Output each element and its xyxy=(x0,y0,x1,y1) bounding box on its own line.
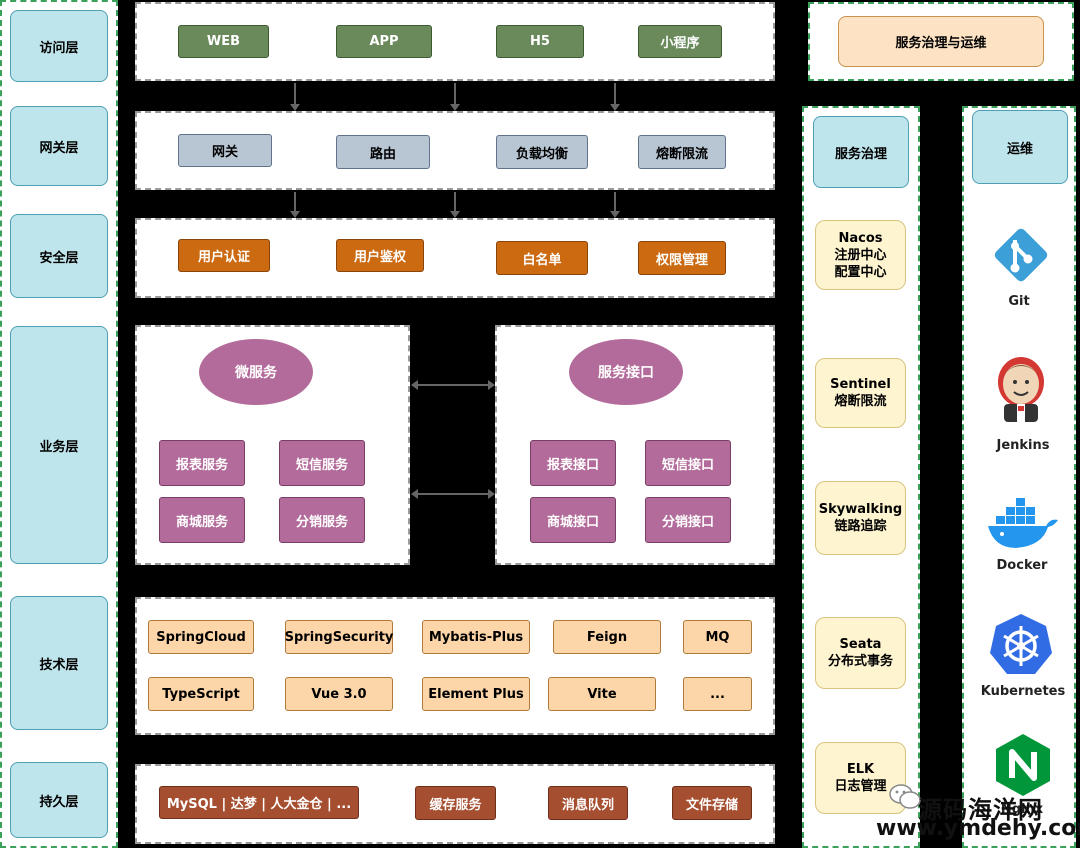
sentinel-line2: 熔断限流 xyxy=(834,394,887,409)
ops-docker-label: Docker xyxy=(996,558,1048,573)
elk-line2: 日志管理 xyxy=(834,779,887,794)
tech-vue3: Vue 3.0 xyxy=(285,677,393,711)
tech-springcloud: SpringCloud xyxy=(148,620,254,654)
gateway-routing: 路由 xyxy=(336,135,430,169)
seata-line2: 分布式事务 xyxy=(827,654,893,669)
tech-springsecurity: SpringSecurity xyxy=(285,620,393,654)
ops-title: 运维 xyxy=(972,110,1068,184)
security-auth: 用户认证 xyxy=(178,239,270,272)
tech-vite: Vite xyxy=(548,677,656,711)
layer-security: 安全层 xyxy=(10,214,108,298)
governance-column xyxy=(802,106,920,848)
jenkins-icon xyxy=(998,357,1044,422)
access-web: WEB xyxy=(178,25,269,58)
arrow-gateway-security-1 xyxy=(290,192,300,218)
access-h5: H5 xyxy=(496,25,584,58)
git-icon xyxy=(994,228,1048,282)
arrow-access-gateway-3 xyxy=(610,83,620,111)
microservice-distribution: 分销服务 xyxy=(279,497,365,543)
nginx-icon xyxy=(996,734,1050,796)
microservice-sms: 短信服务 xyxy=(279,440,365,486)
nacos-line2: 注册中心 xyxy=(834,247,887,263)
access-miniprogram: 小程序 xyxy=(638,25,722,58)
governance-seata: Seata 分布式事务 xyxy=(815,617,906,689)
sentinel-line1: Sentinel xyxy=(830,377,891,392)
governance-nacos: Nacos 注册中心 配置中心 xyxy=(815,220,906,290)
access-app: APP xyxy=(336,25,432,58)
interface-distribution: 分销接口 xyxy=(645,497,731,543)
interface-mall: 商城接口 xyxy=(530,497,616,543)
nacos-line3: 配置中心 xyxy=(834,264,887,280)
gateway-load-balance: 负载均衡 xyxy=(496,135,588,169)
tech-typescript: TypeScript xyxy=(148,677,254,711)
governance-ops-title: 服务治理与运维 xyxy=(838,16,1044,67)
interface-sms: 短信接口 xyxy=(645,440,731,486)
microservice-report: 报表服务 xyxy=(159,440,245,486)
governance-skywalking: Skywalking 链路追踪 xyxy=(815,481,906,555)
layer-persistence: 持久层 xyxy=(10,762,108,838)
skywalking-line2: 链路追踪 xyxy=(834,519,887,534)
tech-elementplus: Element Plus xyxy=(422,677,530,711)
microservice-mall: 商城服务 xyxy=(159,497,245,543)
arrow-gateway-security-2 xyxy=(450,192,460,218)
layer-access: 访问层 xyxy=(10,10,108,82)
persistence-message-queue: 消息队列 xyxy=(548,786,628,820)
governance-elk: ELK 日志管理 xyxy=(815,742,906,814)
microservice-title: 微服务 xyxy=(199,339,313,405)
gateway-circuit-breaker: 熔断限流 xyxy=(638,135,726,169)
interface-report: 报表接口 xyxy=(530,440,616,486)
tech-feign: Feign xyxy=(553,620,661,654)
interface-title: 服务接口 xyxy=(569,339,683,405)
kubernetes-icon xyxy=(990,614,1052,674)
security-whitelist: 白名单 xyxy=(496,241,588,275)
arrow-business-link-2 xyxy=(411,489,495,499)
arrow-access-gateway-1 xyxy=(290,83,300,111)
watermark-title: 源码海洋网 xyxy=(918,796,1043,824)
wechat-icon xyxy=(889,784,921,809)
layer-business: 业务层 xyxy=(10,326,108,564)
ops-nginx-label: Nginx xyxy=(1000,802,1044,817)
nacos-line1: Nacos xyxy=(838,230,883,246)
skywalking-line1: Skywalking xyxy=(818,502,903,517)
governance-sentinel: Sentinel 熔断限流 xyxy=(815,358,906,428)
arrow-business-link-1 xyxy=(411,380,495,390)
arrow-access-gateway-2 xyxy=(450,83,460,111)
watermark-url: www.ymdehy.com xyxy=(876,816,1080,841)
ops-kubernetes-label: Kubernetes xyxy=(980,684,1066,699)
persistence-cache: 缓存服务 xyxy=(415,786,496,820)
tech-mybatisplus: Mybatis-Plus xyxy=(422,620,530,654)
ops-jenkins-label: Jenkins xyxy=(996,438,1050,453)
layer-tech: 技术层 xyxy=(10,596,108,730)
elk-line1: ELK xyxy=(846,762,875,777)
ops-git-label: Git xyxy=(1008,294,1030,309)
tech-mq: MQ xyxy=(683,620,752,654)
arrow-gateway-security-3 xyxy=(610,192,620,218)
security-permission: 权限管理 xyxy=(638,241,726,275)
persistence-file-storage: 文件存储 xyxy=(672,786,752,820)
layer-gateway: 网关层 xyxy=(10,106,108,186)
security-authz: 用户鉴权 xyxy=(336,239,424,272)
docker-icon xyxy=(988,498,1058,548)
tech-more: ... xyxy=(683,677,752,711)
gateway-gateway: 网关 xyxy=(178,134,272,167)
tech-panel xyxy=(135,597,775,735)
persistence-database: MySQL | 达梦 | 人大金仓 | ... xyxy=(159,786,359,819)
governance-title: 服务治理 xyxy=(813,116,909,188)
seata-line1: Seata xyxy=(839,637,882,652)
